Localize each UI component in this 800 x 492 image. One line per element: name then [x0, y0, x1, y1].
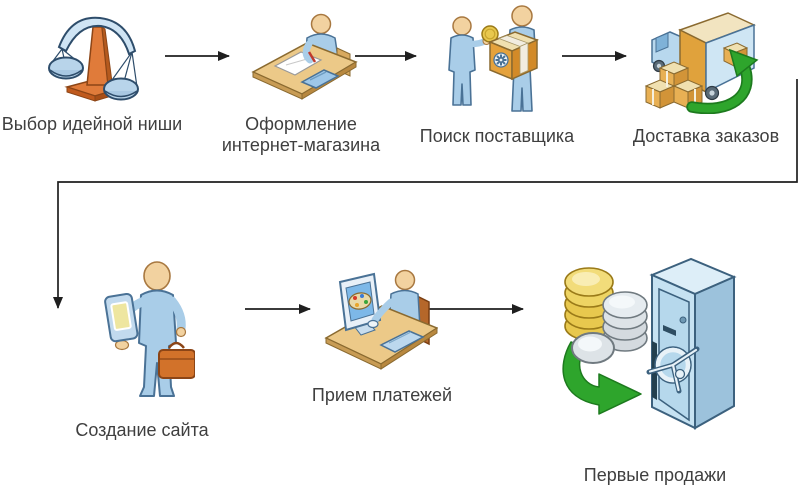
safe-wheel-handle: [646, 346, 700, 394]
monitor-with-palette: [338, 272, 382, 332]
handheld-device: [104, 292, 139, 343]
front-silver-coin: [571, 332, 615, 364]
step-label-supplier-search: Поиск поставщика: [419, 126, 575, 146]
step-label-first-sales: Первые продажи: [583, 465, 727, 485]
step-label-payment-acceptance: Прием платежей: [311, 385, 453, 405]
step-label-store-design: Оформление интернет-магазина: [221, 114, 381, 155]
person-with-device-icon: [98, 255, 195, 403]
person-at-computer-icon: [324, 268, 438, 374]
person-at-desk-icon: [248, 10, 362, 104]
arrow-step4-step5-elbow: [53, 79, 798, 309]
step-label-order-delivery: Доставка заказов: [632, 126, 780, 146]
briefcase: [158, 341, 195, 379]
green-return-arrow: [686, 48, 759, 114]
green-deposit-arrow: [562, 341, 642, 415]
step-label-site-creation: Создание сайта: [75, 420, 209, 440]
gear-glyph: [493, 52, 509, 68]
gold-coin-stack: [564, 267, 614, 341]
step-label-niche-selection: Выбор идейной ниши: [1, 114, 183, 134]
parcel-stack: [644, 61, 704, 109]
safe-with-coins-icon: [553, 248, 750, 450]
delivery-truck-icon: [644, 4, 764, 114]
safe: [646, 257, 737, 430]
people-with-box-icon: [435, 4, 553, 120]
balance-scale-icon: [45, 5, 145, 108]
